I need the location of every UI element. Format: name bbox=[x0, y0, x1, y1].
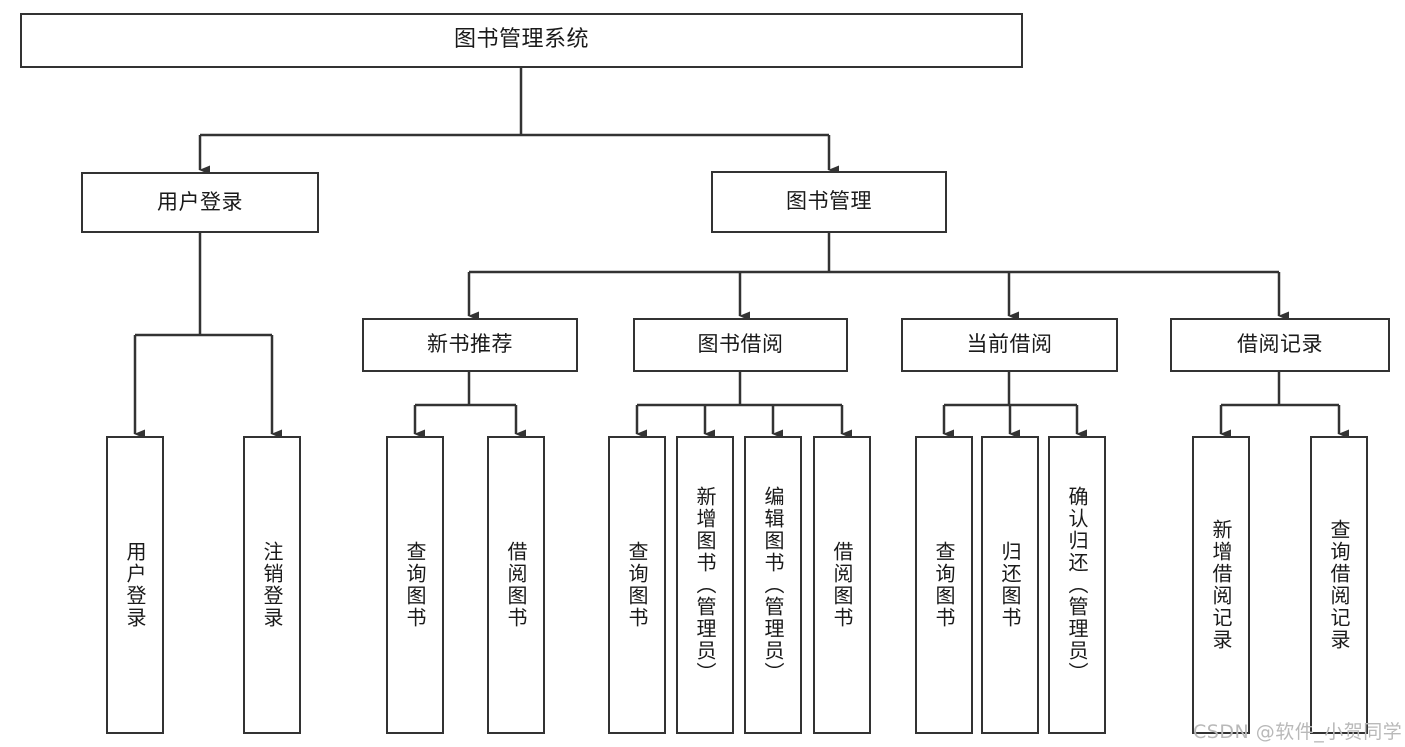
node-label-leaf-borrow-book-2: 借阅图书 bbox=[830, 541, 854, 629]
node-leaf-query-book-2[interactable]: 查询图书 bbox=[608, 436, 666, 734]
node-leaf-borrow-book-1[interactable]: 借阅图书 bbox=[487, 436, 545, 734]
node-current-borrow[interactable]: 当前借阅 bbox=[901, 318, 1118, 372]
node-label-book-manage: 图书管理 bbox=[786, 189, 872, 214]
node-leaf-edit-book-admin[interactable]: 编辑图书（管理员） bbox=[744, 436, 802, 734]
node-label-current-borrow: 当前借阅 bbox=[966, 332, 1053, 357]
node-label-leaf-query-book-3: 查询图书 bbox=[932, 541, 956, 629]
node-book-borrow[interactable]: 图书借阅 bbox=[633, 318, 848, 372]
node-leaf-query-borrow-record[interactable]: 查询借阅记录 bbox=[1310, 436, 1368, 734]
node-label-borrow-record: 借阅记录 bbox=[1237, 332, 1323, 357]
node-label-leaf-add-borrow-record: 新增借阅记录 bbox=[1209, 519, 1233, 651]
node-label-leaf-return-book: 归还图书 bbox=[998, 541, 1022, 629]
node-label-new-book-recommend: 新书推荐 bbox=[427, 332, 513, 357]
node-label-leaf-user-login: 用户登录 bbox=[123, 541, 147, 629]
node-leaf-add-book-admin[interactable]: 新增图书（管理员） bbox=[676, 436, 734, 734]
node-leaf-confirm-return-admin[interactable]: 确认归还（管理员） bbox=[1048, 436, 1106, 734]
node-label-leaf-user-logout: 注销登录 bbox=[260, 541, 284, 629]
node-label-leaf-add-book-admin: 新增图书（管理员） bbox=[693, 486, 717, 684]
node-leaf-return-book[interactable]: 归还图书 bbox=[981, 436, 1039, 734]
node-borrow-record[interactable]: 借阅记录 bbox=[1170, 318, 1390, 372]
node-label-leaf-query-book-2: 查询图书 bbox=[625, 541, 649, 629]
connector-group bbox=[133, 68, 1349, 439]
node-user-login[interactable]: 用户登录 bbox=[81, 172, 319, 233]
node-leaf-user-login[interactable]: 用户登录 bbox=[106, 436, 164, 734]
node-new-book-recommend[interactable]: 新书推荐 bbox=[362, 318, 578, 372]
node-label-leaf-borrow-book-1: 借阅图书 bbox=[504, 541, 528, 629]
node-leaf-query-book-3[interactable]: 查询图书 bbox=[915, 436, 973, 734]
node-label-leaf-edit-book-admin: 编辑图书（管理员） bbox=[761, 486, 785, 684]
node-label-leaf-query-book-1: 查询图书 bbox=[403, 541, 427, 629]
node-label-leaf-query-borrow-record: 查询借阅记录 bbox=[1327, 519, 1351, 651]
node-label-book-borrow: 图书借阅 bbox=[697, 332, 784, 357]
node-root[interactable]: 图书管理系统 bbox=[20, 13, 1023, 68]
node-leaf-user-logout[interactable]: 注销登录 bbox=[243, 436, 301, 734]
node-label-leaf-confirm-return-admin: 确认归还（管理员） bbox=[1065, 486, 1089, 684]
node-label-user-login: 用户登录 bbox=[157, 189, 243, 214]
csdn-watermark: CSDN @软件_小贺同学 bbox=[1193, 721, 1403, 743]
node-leaf-borrow-book-2[interactable]: 借阅图书 bbox=[813, 436, 871, 734]
node-leaf-add-borrow-record[interactable]: 新增借阅记录 bbox=[1192, 436, 1250, 734]
node-label-root: 图书管理系统 bbox=[453, 27, 589, 53]
node-leaf-query-book-1[interactable]: 查询图书 bbox=[386, 436, 444, 734]
node-book-manage[interactable]: 图书管理 bbox=[711, 171, 947, 233]
